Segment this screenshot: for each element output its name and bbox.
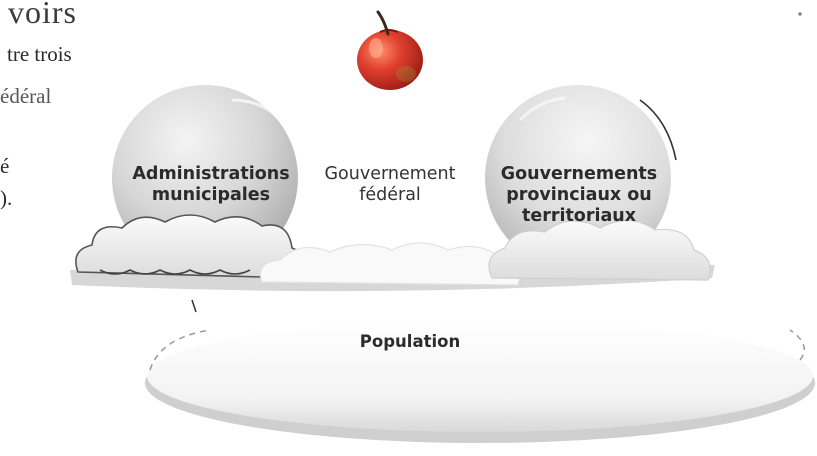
provincial-cloud <box>488 219 711 281</box>
federal-label-line1: Gouvernement <box>324 164 456 184</box>
page-text-fragment-4: ). <box>0 186 13 210</box>
municipal-label: Administrations municipales <box>118 164 304 206</box>
population-plate <box>145 320 815 443</box>
decorative-dot <box>798 12 802 16</box>
federal-label-line2: fédéral <box>359 185 421 205</box>
provincial-label-line3: territoriaux <box>521 206 637 226</box>
decorative-stroke <box>191 299 197 313</box>
provincial-label-line1: Gouvernements <box>500 164 658 184</box>
page-text-fragment-2: édéral <box>0 84 52 108</box>
municipal-label-line1: Administrations <box>132 164 290 184</box>
provincial-label-line2: provinciaux ou <box>506 185 652 205</box>
municipal-cloud <box>75 214 306 279</box>
page-heading-fragment: voirs <box>8 0 77 30</box>
page-text-fragment-3: é <box>0 154 10 178</box>
federal-cloud <box>259 242 521 286</box>
municipal-label-line2: municipales <box>151 185 271 205</box>
apple-icon <box>357 10 423 90</box>
population-label: Population <box>359 332 461 351</box>
page-text-fragment-1: tre trois <box>7 42 72 66</box>
provincial-label: Gouvernements provinciaux ou territoriau… <box>484 164 674 227</box>
federal-label: Gouvernement fédéral <box>306 164 474 206</box>
